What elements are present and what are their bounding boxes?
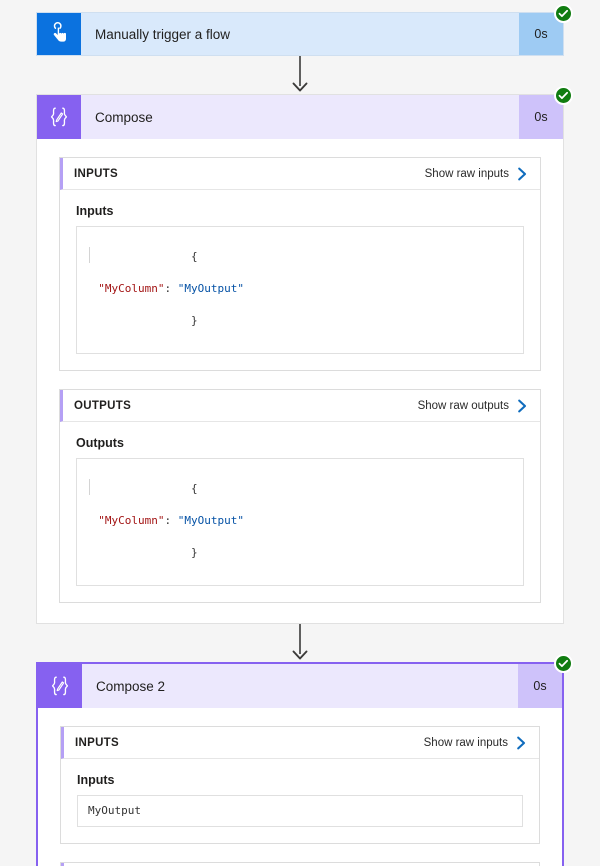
code-line-open-brace: { [85,233,515,281]
chevron-right-icon[interactable] [517,399,528,413]
top-spacer [0,0,600,12]
code-line-pair: "MyColumn": "MyOutput" [85,281,515,297]
io-section-inputs-compose: Inputs { "MyColumn": "MyOutput" } [60,190,540,370]
arrow-down-icon [292,624,308,660]
json-colon: : [164,514,178,527]
indent-guide [89,479,90,495]
json-value: "MyOutput" [177,282,244,295]
checkmark-circle-icon [558,659,569,668]
action-card-compose[interactable]: Compose 0s INPUTS Show raw inputs Inputs [36,86,573,624]
code-box-outputs-compose[interactable]: { "MyColumn": "MyOutput" } [76,458,524,586]
chevron-right-icon[interactable] [516,736,527,750]
json-key: "MyColumn" [98,514,165,527]
action-header-compose[interactable]: Compose 0s [37,95,563,139]
connector-compose-to-compose2 [0,624,600,662]
action-duration-compose-2: 0s [518,664,562,708]
io-header-label-inputs: INPUTS [75,736,119,749]
checkmark-circle-icon [558,91,569,100]
value-box-inputs-compose-2[interactable]: MyOutput [77,795,523,827]
io-header-outputs-compose: OUTPUTS Show raw outputs [60,390,540,422]
json-colon: : [164,282,178,295]
code-line-close-brace: } [85,529,515,577]
indent-guide [89,247,90,263]
io-section-inputs-compose-2: Inputs MyOutput [61,759,539,843]
io-section-outputs-compose: Outputs { "MyColumn": "MyOutput" } [60,422,540,602]
json-key: "MyColumn" [98,282,165,295]
io-section-label-outputs: Outputs [76,436,124,450]
json-close-brace: } [190,546,198,559]
chevron-right-icon[interactable] [517,167,528,181]
io-header-label-inputs: INPUTS [74,167,118,180]
io-card-outputs-compose-2: OUTPUTS Show raw outputs Outputs MyOutpu… [60,862,540,866]
show-raw-outputs-link[interactable]: Show raw outputs [417,399,509,412]
action-title-trigger: Manually trigger a flow [81,13,519,55]
show-raw-inputs-link[interactable]: Show raw inputs [423,736,508,749]
action-title-compose-2: Compose 2 [82,664,518,708]
compose-braces-icon [37,95,81,139]
io-header-inputs-compose: INPUTS Show raw inputs [60,158,540,190]
status-badge-succeeded-compose-2 [554,654,573,673]
io-card-outputs-compose: OUTPUTS Show raw outputs Outputs { [59,389,541,603]
io-header-outputs-compose-2: OUTPUTS Show raw outputs [61,863,539,866]
action-title-compose: Compose [81,95,519,139]
io-section-label-inputs: Inputs [76,204,114,218]
action-header-compose-2[interactable]: Compose 2 0s [38,664,562,708]
compose-braces-icon [38,664,82,708]
code-line-close-brace: } [85,297,515,345]
action-body-compose-2: INPUTS Show raw inputs Inputs MyOutput [38,708,562,866]
action-card-body-compose-2: Compose 2 0s INPUTS Show raw inputs Inpu… [36,662,564,866]
json-close-brace: } [190,314,198,327]
json-open-brace: { [190,250,198,263]
action-duration-compose: 0s [519,95,563,139]
status-badge-succeeded-trigger [554,4,573,23]
io-card-inputs-compose-2: INPUTS Show raw inputs Inputs MyOutput [60,726,540,844]
json-open-brace: { [190,482,198,495]
checkmark-circle-icon [558,9,569,18]
show-raw-inputs-link[interactable]: Show raw inputs [424,167,509,180]
action-card-compose-2[interactable]: Compose 2 0s INPUTS Show raw inputs Inpu… [36,654,573,866]
io-header-label-outputs: OUTPUTS [74,399,132,412]
action-body-compose: INPUTS Show raw inputs Inputs { [37,139,563,623]
tap-hand-icon [37,13,81,55]
arrow-down-icon [292,56,308,92]
connector-trigger-to-compose [0,56,600,94]
action-header-trigger[interactable]: Manually trigger a flow 0s [36,12,564,56]
code-box-inputs-compose[interactable]: { "MyColumn": "MyOutput" } [76,226,524,354]
code-line-pair: "MyColumn": "MyOutput" [85,513,515,529]
status-badge-succeeded-compose [554,86,573,105]
io-section-label-inputs: Inputs [77,773,115,787]
json-value: "MyOutput" [177,514,244,527]
io-card-inputs-compose: INPUTS Show raw inputs Inputs { [59,157,541,371]
action-card-body-compose: Compose 0s INPUTS Show raw inputs Inputs [36,94,564,624]
io-header-inputs-compose-2: INPUTS Show raw inputs [61,727,539,759]
action-card-trigger[interactable]: Manually trigger a flow 0s [36,4,573,56]
code-line-open-brace: { [85,465,515,513]
